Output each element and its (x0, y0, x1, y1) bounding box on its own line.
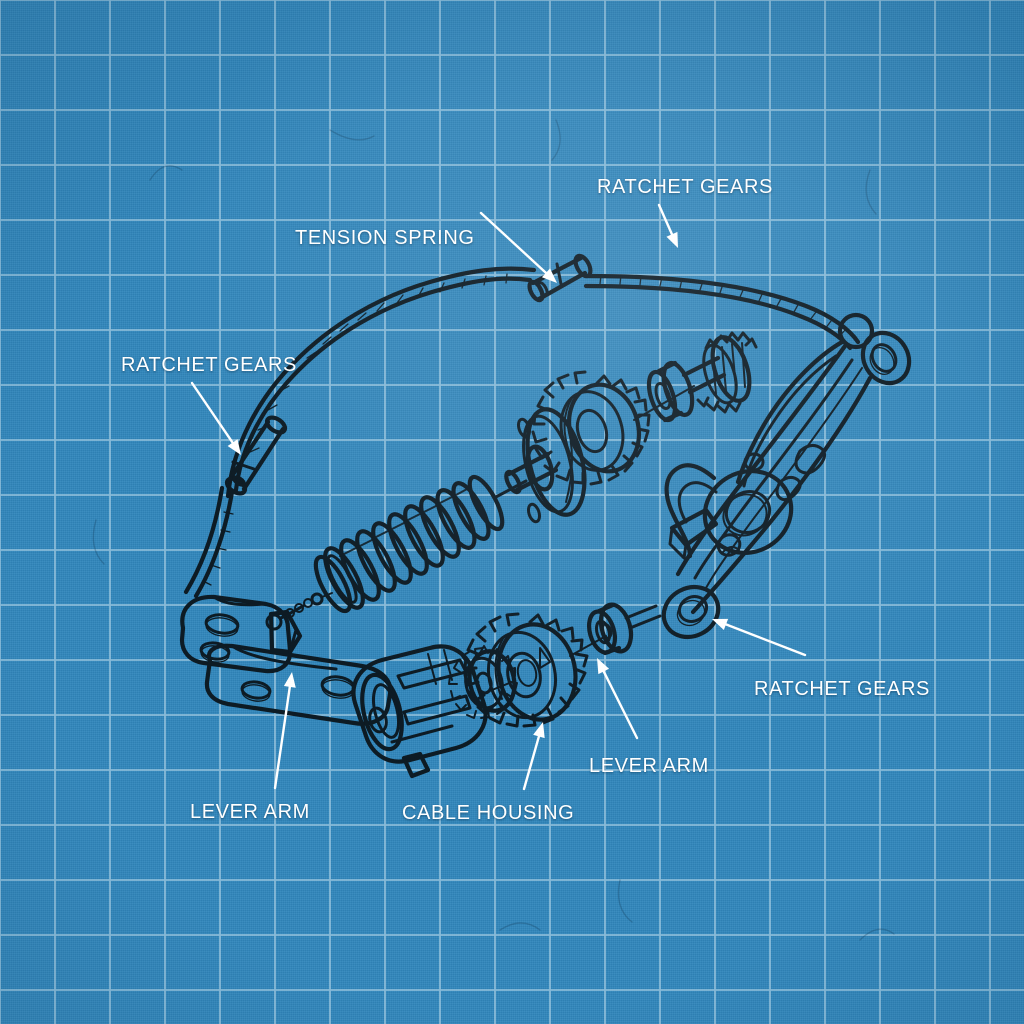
callout-label-ratchet-gears-right[interactable]: RATCHET GEARS (754, 678, 930, 700)
ratchet-gear-bottom-part (463, 612, 607, 728)
ratchet-pinion-part (696, 331, 758, 414)
cable-ferrule-part (527, 253, 593, 303)
cable-barrel-part (183, 415, 288, 599)
leader-line-lever-arm-left (273, 685, 292, 790)
brake-cable-part (225, 266, 861, 499)
tension-spring-part (313, 474, 528, 614)
mount-bracket-part (179, 594, 393, 726)
lever-arm-part (661, 312, 912, 640)
callout-label-lever-arm-left[interactable]: LEVER ARM (190, 801, 310, 823)
leader-arrowhead-cable-housing (533, 722, 545, 739)
leader-arrowhead-lever-arm-left (283, 672, 296, 688)
leader-arrowhead-ratchet-gears-left (227, 439, 241, 455)
leader-arrowhead-ratchet-gears-right (712, 618, 729, 631)
leader-arrowhead-lever-arm-right (597, 658, 610, 675)
callout-label-ratchet-gears-top[interactable]: RATCHET GEARS (597, 176, 773, 198)
ratchet-gear-large-part (531, 370, 695, 486)
leader-line-tension-spring (479, 211, 548, 275)
leader-line-lever-arm-right (602, 670, 639, 740)
leader-line-ratchet-gears-left (190, 381, 234, 444)
leader-line-ratchet-gears-top (657, 203, 674, 236)
end-cap-part (586, 602, 662, 656)
leader-arrowhead-tension-spring (541, 268, 557, 283)
callout-label-ratchet-gears-left[interactable]: RATCHET GEARS (121, 354, 297, 376)
cable-housing-part (351, 644, 513, 779)
leader-arrowhead-ratchet-gears-top (666, 231, 678, 248)
leader-line-cable-housing (522, 735, 541, 791)
callout-label-cable-housing[interactable]: CABLE HOUSING (402, 802, 575, 824)
leader-line-ratchet-gears-right (724, 623, 807, 657)
callout-label-lever-arm-right[interactable]: LEVER ARM (589, 755, 709, 777)
callout-label-tension-spring[interactable]: TENSION SPRING (295, 227, 475, 249)
